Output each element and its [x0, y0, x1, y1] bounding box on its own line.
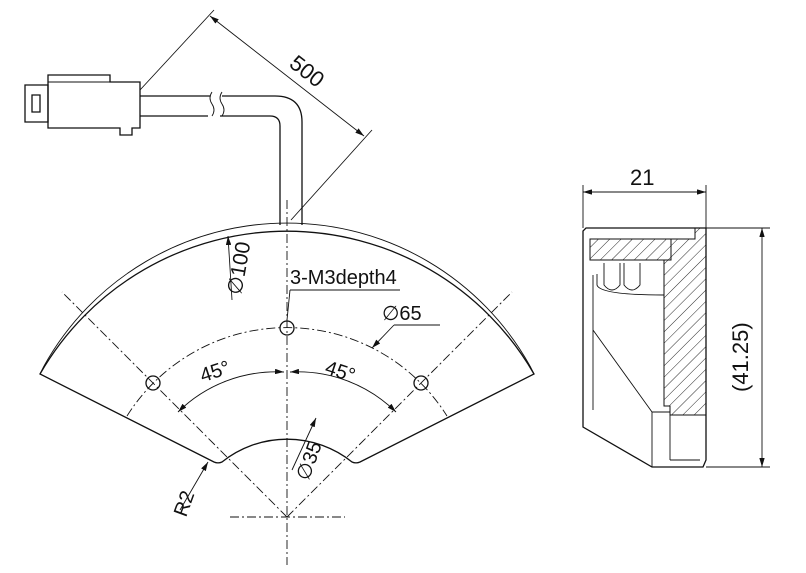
inner-diameter-label: ∅35: [293, 439, 327, 484]
angle-right-label: 45°: [322, 357, 358, 387]
connector: [24, 74, 141, 136]
cable: [140, 91, 303, 225]
mount-holes-label: 3-M3depth4: [290, 267, 397, 289]
height-label: (41.25): [728, 322, 753, 392]
outer-diameter-label: ∅100: [223, 240, 255, 297]
cable-length-dimension: 500: [139, 9, 373, 221]
width-label: 21: [630, 165, 654, 190]
radius-label: R2: [170, 488, 199, 520]
angle-left-label: 45°: [197, 357, 233, 387]
mount-holes: [145, 320, 429, 391]
cable-length-label: 500: [285, 50, 329, 92]
hole-circle-label: ∅65: [382, 303, 422, 325]
side-view: [582, 185, 770, 468]
center-lines: [61, 200, 513, 565]
